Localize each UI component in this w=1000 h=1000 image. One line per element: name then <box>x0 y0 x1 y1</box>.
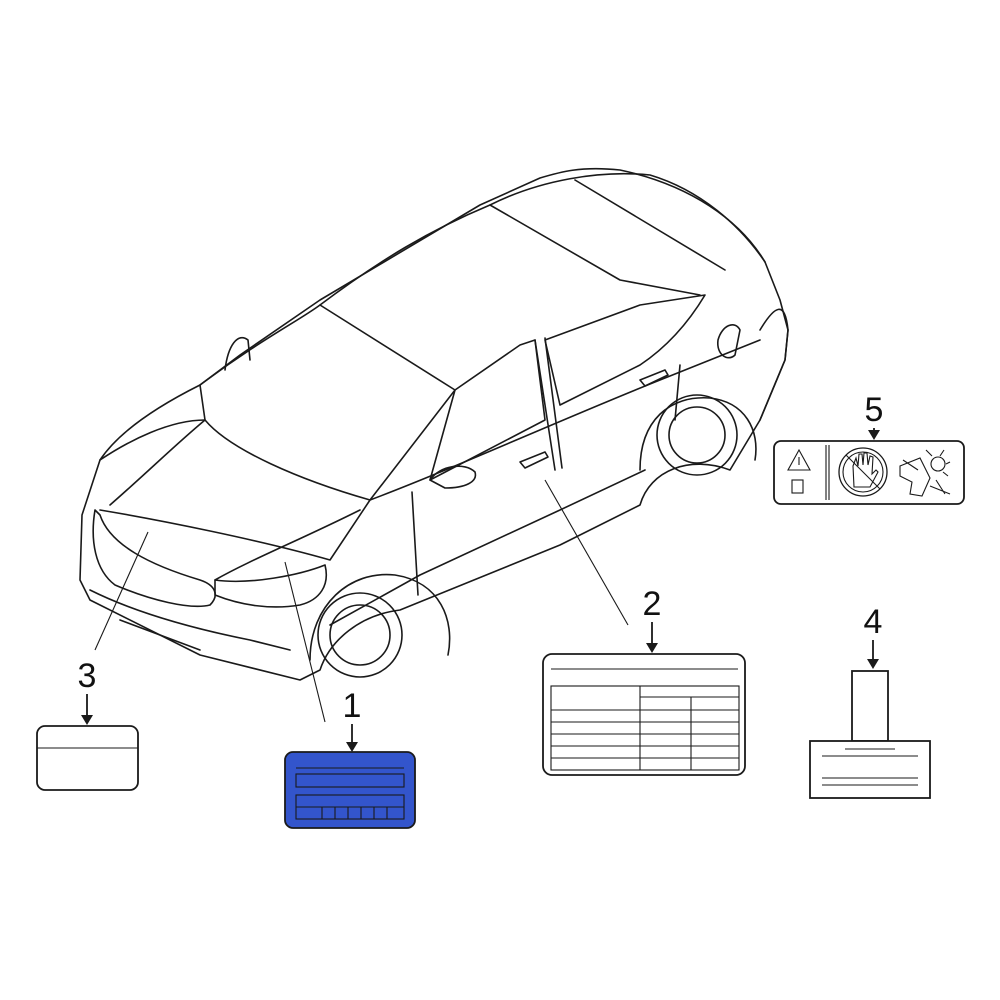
callout-number: 3 <box>78 657 97 695</box>
label-part-3[interactable] <box>36 725 139 791</box>
callout-2[interactable]: 2 <box>542 585 746 776</box>
leader-lines <box>94 479 629 723</box>
callout-number: 5 <box>865 391 884 429</box>
callout-number: 4 <box>864 603 883 641</box>
car-outline-icon <box>79 167 789 681</box>
callout-5[interactable]: 5 <box>773 391 965 505</box>
hand-stop-icon <box>838 447 888 497</box>
label-part-2[interactable] <box>542 653 746 776</box>
callout-number: 1 <box>343 687 362 725</box>
callout-number: 2 <box>643 585 662 623</box>
label-part-1[interactable] <box>284 751 416 829</box>
callout-1[interactable]: 1 <box>284 687 416 829</box>
airbag-icon <box>899 449 951 497</box>
callout-3[interactable]: 3 <box>36 657 139 791</box>
label-part-5[interactable] <box>773 440 965 505</box>
warning-triangle-icon <box>787 448 811 494</box>
callout-4[interactable]: 4 <box>809 603 931 799</box>
label-part-4[interactable] <box>809 670 931 799</box>
